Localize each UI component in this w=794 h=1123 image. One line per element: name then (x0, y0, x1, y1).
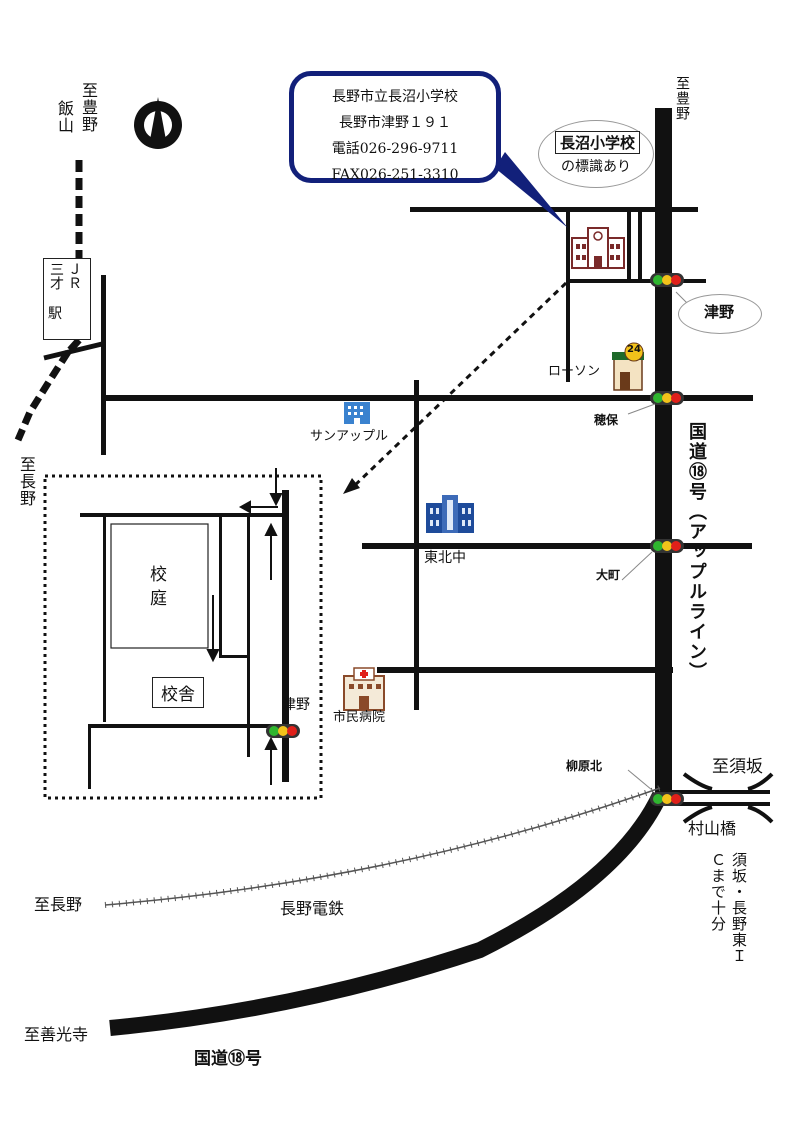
murayama-bridge (672, 772, 774, 824)
traffic-signal-icon (650, 391, 684, 405)
inset-school-west (103, 517, 106, 722)
school-building-icon (571, 227, 625, 269)
traffic-signal-icon (650, 273, 684, 287)
lawson-24-badge: 24 (627, 344, 641, 355)
school-sign-suffix: の標識あり (561, 159, 631, 175)
to-nagano-rail: 至長野 (34, 895, 83, 914)
school-fax: FAX026-251-3310 (331, 167, 459, 183)
jr-railway (14, 160, 103, 442)
to-zenkoji: 至善光寺 (24, 1025, 89, 1044)
to-toyono-right: 至豊野 (674, 76, 690, 121)
road-school-west (566, 212, 570, 382)
leader-line (621, 551, 653, 581)
hobo-label: 穂保 (594, 413, 619, 427)
inset-school-east (219, 517, 222, 657)
inset-tsuno-label: 津野 (282, 697, 310, 713)
school-address: 長野市津野１９１ (339, 115, 451, 131)
jr-sansai-station (43, 258, 91, 340)
road-tsuno (566, 279, 706, 283)
school-phone: 電話026-296-9711 (331, 141, 459, 157)
north-arrow-icon (134, 97, 182, 149)
tsuno-label-oval (678, 294, 762, 334)
inset-pointer-arrowhead (343, 478, 360, 494)
tohoku-chu-label: 東北中 (424, 550, 466, 566)
callout-tail (495, 152, 568, 228)
route18-vertical-label: 国道⑱号（アップルライン） (686, 422, 707, 682)
lawson-store-icon (612, 342, 644, 391)
hospital-icon (343, 667, 385, 711)
school-info-callout: 長野市立長沼小学校 長野市津野１９１ 電話026-296-9711 FAX026… (289, 71, 501, 183)
yanagihara-kita-label: 柳原北 (566, 759, 603, 773)
leader-line (627, 403, 656, 415)
nagano-dentetsu-railway (104, 785, 662, 908)
traffic-signal-icon (650, 792, 684, 806)
schoolyard-area (110, 523, 209, 649)
inset-road-top (80, 513, 282, 517)
schoolyard-label-1: 校 (150, 565, 167, 585)
inset-pointer (350, 281, 568, 490)
road-school-east2 (638, 212, 642, 280)
school-building-label: 校舎 (152, 677, 204, 708)
road-west-vertical (101, 275, 106, 455)
leader-line (627, 769, 653, 791)
omachi-label: 大町 (596, 568, 621, 582)
road-hospital (377, 667, 673, 673)
to-nagano-left: 至長野 (17, 456, 36, 507)
sun-apple-label: サンアップル (310, 429, 389, 444)
ic-note: 須坂・長野東ＩＣまで十分 (709, 852, 748, 964)
tohoku-junior-high-icon (426, 495, 474, 533)
railway-label: 長野電鉄 (280, 899, 345, 918)
to-toyono-left: 至豊野 (79, 82, 98, 133)
traffic-signal-icon (266, 724, 300, 738)
bridge-label: 村山橋 (688, 819, 737, 838)
inset-arrows (206, 468, 283, 785)
road-omachi (362, 543, 752, 549)
lawson-label: ローソン (548, 364, 601, 379)
road-school-east (627, 212, 631, 280)
road-north (410, 207, 698, 212)
jr-station-label-2: 三才 (48, 262, 64, 290)
school-sign-name: 長沼小学校 (555, 131, 641, 154)
jr-station-label-1: ＪＲ (66, 262, 82, 290)
inset-east-road (247, 517, 250, 757)
road-hobo (105, 395, 753, 401)
route18-curve (109, 791, 668, 1036)
inset-road-bottom-west (88, 724, 91, 789)
inset-road-mid (219, 655, 250, 658)
to-suzaka: 至須坂 (712, 757, 763, 777)
inset-frame (43, 474, 323, 800)
traffic-signal-icon (650, 539, 684, 553)
jr-station-label-3: 駅 (48, 306, 62, 322)
inset-main-road (282, 490, 289, 782)
to-iiyama: 飯山 (55, 100, 74, 134)
sun-apple-building-icon (344, 402, 370, 424)
tsuno-label: 津野 (704, 303, 735, 321)
route18-bottom-label: 国道⑱号 (194, 1049, 262, 1069)
schoolyard-label-2: 庭 (150, 589, 167, 609)
hospital-label: 市民病院 (333, 710, 386, 725)
school-name: 長野市立長沼小学校 (332, 89, 458, 105)
inset-road-bottom (88, 724, 282, 728)
